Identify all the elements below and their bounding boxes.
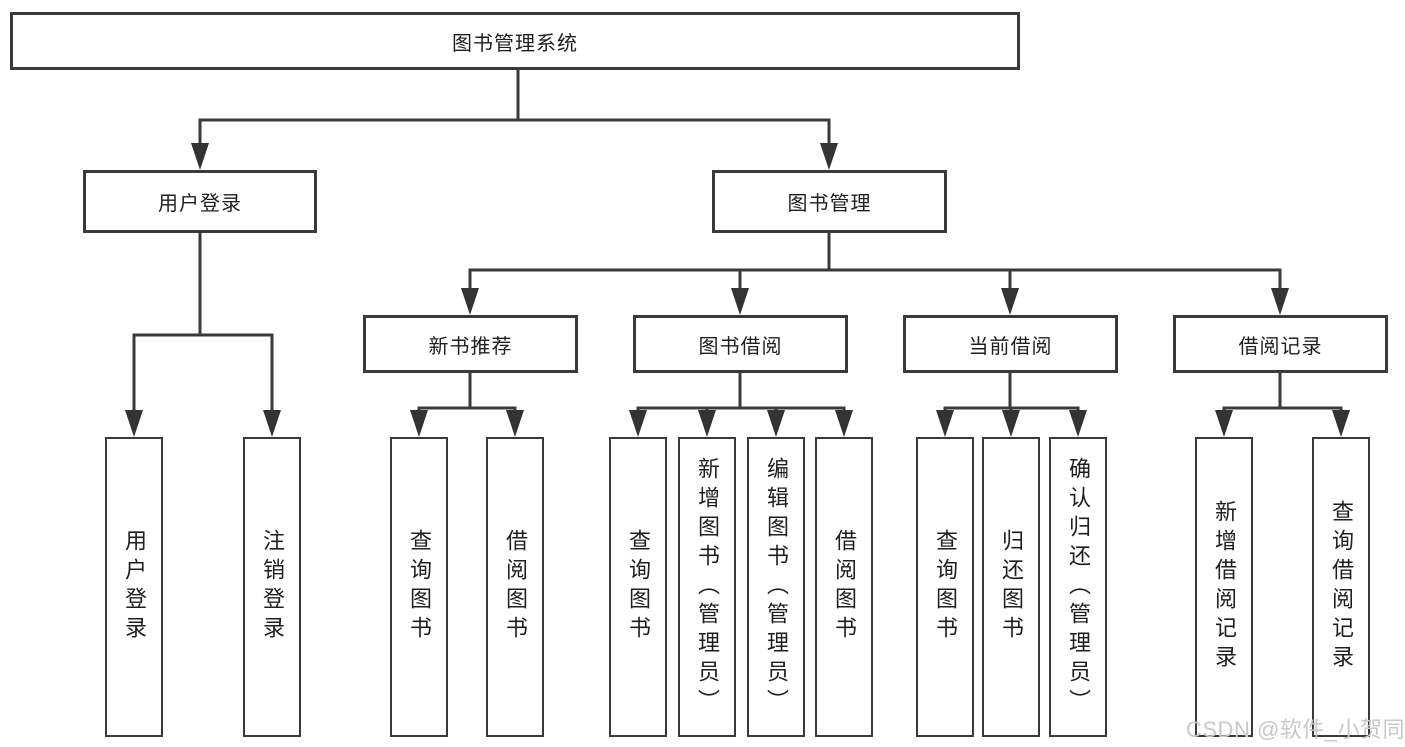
arrowhead [1001, 288, 1019, 315]
arrowhead [125, 410, 143, 437]
arrowhead [263, 410, 281, 437]
connector-borrow-to-leaves [636, 373, 846, 428]
leaf-borrow-books-recommend: 借阅图书 [486, 437, 544, 737]
leaf-add-borrow-record: 新增借阅记录 [1195, 437, 1253, 737]
arrowhead [835, 410, 853, 437]
arrowhead [1271, 288, 1289, 315]
leaf-confirm-return-admin: 确认归还（管理员） [1049, 437, 1107, 737]
leaf-logout: 注销登录 [243, 437, 301, 737]
node-root-library-system: 图书管理系统 [10, 12, 1020, 70]
arrowhead [1069, 410, 1087, 437]
connector-userlogin-to-leaves [132, 233, 274, 428]
leaf-edit-books-admin: 编辑图书（管理员） [747, 437, 805, 737]
node-book-management: 图书管理 [712, 170, 947, 233]
leaf-return-books: 归还图书 [982, 437, 1040, 737]
leaf-query-books-borrow: 查询图书 [609, 437, 667, 737]
node-book-borrowing: 图书借阅 [633, 315, 848, 373]
arrowhead [506, 410, 524, 437]
leaf-query-books-current: 查询图书 [916, 437, 974, 737]
node-user-login: 用户登录 [83, 170, 317, 233]
connector-records-to-leaves [1222, 373, 1343, 428]
leaf-user-login: 用户登录 [105, 437, 163, 737]
leaf-query-borrow-record: 查询借阅记录 [1312, 437, 1370, 737]
arrowhead [1215, 410, 1233, 437]
node-new-book-recommendation: 新书推荐 [363, 315, 578, 373]
arrowhead [731, 288, 749, 315]
arrowhead [698, 410, 716, 437]
arrowhead [1002, 410, 1020, 437]
node-borrowing-records: 借阅记录 [1173, 315, 1388, 373]
arrowhead [767, 410, 785, 437]
arrowhead [1332, 410, 1350, 437]
leaf-query-books-recommend: 查询图书 [390, 437, 448, 737]
csdn-watermark: CSDN @软件_小贺同学 [1186, 717, 1405, 742]
arrowhead [461, 288, 479, 315]
arrowhead [191, 143, 209, 170]
arrowhead [410, 410, 428, 437]
arrowhead [629, 410, 647, 437]
connector-recommend-to-leaves [417, 373, 517, 428]
leaf-borrow-books: 借阅图书 [815, 437, 873, 737]
connector-bookmgmt-to-groups [468, 233, 1282, 308]
arrowhead [936, 410, 954, 437]
arrowhead [820, 143, 838, 170]
node-current-borrowing: 当前借阅 [903, 315, 1118, 373]
connector-root-to-level2 [198, 70, 831, 162]
leaf-add-books-admin: 新增图书（管理员） [678, 437, 736, 737]
